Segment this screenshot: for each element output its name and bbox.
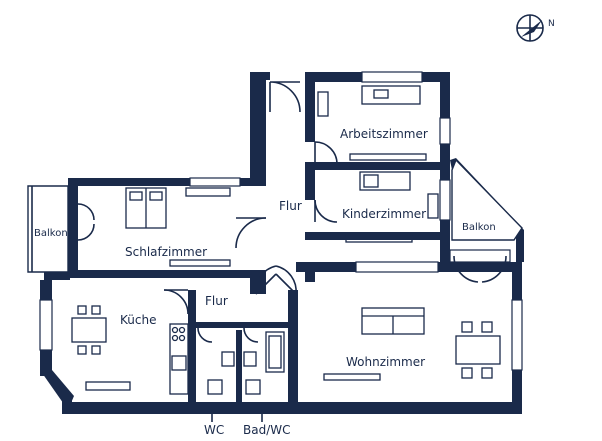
room-labels: Arbeitszimmer Flur Kinderzimmer Schlafzi… <box>120 127 428 437</box>
room-label-balkon-left: Balkon <box>34 228 68 239</box>
furniture <box>71 85 501 395</box>
compass-icon: N <box>516 14 555 42</box>
doors <box>77 81 507 343</box>
room-label-flur-unten: Flur <box>205 294 228 308</box>
room-label-arbeitszimmer: Arbeitszimmer <box>340 127 428 141</box>
windows <box>39 71 523 371</box>
compass-label: N <box>548 19 555 29</box>
room-label-wc: WC <box>204 423 224 437</box>
room-label-flur-oben: Flur <box>279 199 302 213</box>
room-label-wohnzimmer: Wohnzimmer <box>346 355 425 369</box>
walls <box>40 72 524 414</box>
room-label-balkon-right: Balkon <box>462 222 496 233</box>
room-label-kinderzimmer: Kinderzimmer <box>342 207 426 221</box>
room-label-schlafzimmer: Schlafzimmer <box>125 245 207 259</box>
balcony-right: Balkon <box>451 158 523 241</box>
balcony-left: Balkon <box>27 185 69 273</box>
room-label-kueche: Küche <box>120 313 156 327</box>
room-label-bad-wc: Bad/WC <box>243 423 291 437</box>
